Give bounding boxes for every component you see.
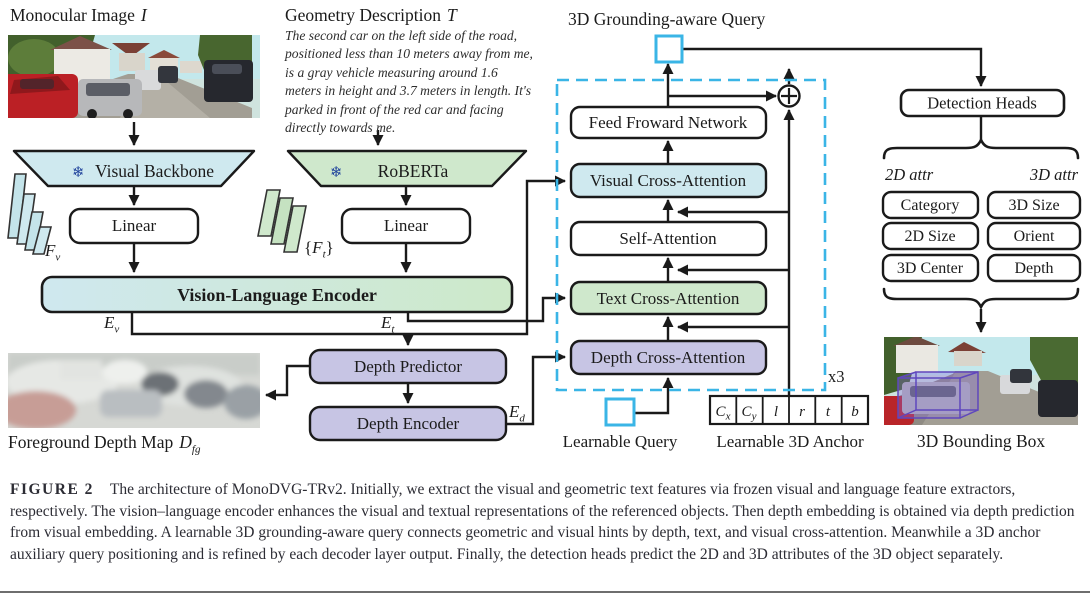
visual-cross-attention-box bbox=[569, 162, 768, 199]
text-cross-attention-label: Text Cross-Attention bbox=[597, 289, 740, 308]
route-ev-to-visual-ca bbox=[130, 175, 566, 336]
2d-size-label: 2D Size bbox=[904, 228, 955, 245]
geometry-description-text: The second car on the left side of the r… bbox=[285, 28, 533, 136]
orient-label: Orient bbox=[1014, 228, 1055, 245]
anchor-cell-r: r bbox=[799, 404, 805, 420]
fv-label: Fv bbox=[44, 241, 60, 264]
anchor-table bbox=[708, 394, 870, 426]
vl-encoder-box bbox=[40, 275, 514, 314]
text-feature-stack bbox=[257, 189, 307, 253]
learnable-query-label: Learnable Query bbox=[563, 432, 678, 451]
self-attention-box bbox=[569, 220, 768, 257]
monocular-street-photo bbox=[8, 35, 260, 118]
depth-map-photo bbox=[8, 353, 260, 428]
depth-predictor-box bbox=[308, 348, 508, 385]
connector-lines bbox=[128, 47, 987, 426]
detection-heads-label: Detection Heads bbox=[927, 94, 1037, 113]
purple-3d-box bbox=[897, 371, 979, 419]
3d-size-box bbox=[986, 190, 1082, 220]
visual-feature-stack bbox=[7, 173, 53, 255]
3d-center-label: 3D Center bbox=[897, 260, 964, 277]
roberta-block bbox=[286, 149, 528, 188]
grounding-query-square bbox=[654, 34, 684, 64]
visual-backbone-label: Visual Backbone bbox=[95, 161, 214, 181]
ft-label: {Ft} bbox=[304, 238, 334, 261]
visual-backbone-block bbox=[12, 149, 256, 188]
orient-box bbox=[986, 221, 1082, 251]
route-query-to-heads bbox=[682, 47, 987, 87]
self-attention-label: Self-Attention bbox=[619, 229, 717, 248]
linear-left-box bbox=[68, 207, 200, 245]
figure-number-label: FIGURE 2 bbox=[10, 481, 94, 498]
linear-right-label: Linear bbox=[384, 216, 429, 235]
depth-cross-attention-label: Depth Cross-Attention bbox=[591, 348, 746, 367]
brace-top bbox=[882, 137, 1080, 160]
attr-2d-label: 2D attr bbox=[885, 165, 934, 184]
anchor-cell-cy: Cy bbox=[742, 404, 757, 423]
depth-label: Depth bbox=[1014, 260, 1053, 277]
snowflake-icon: ❄ bbox=[72, 163, 85, 181]
route-query-to-depth-ca bbox=[634, 377, 674, 415]
snowflake-icon: ❄ bbox=[330, 163, 343, 181]
add-circle-icon bbox=[777, 84, 801, 108]
anchor-cell-b: b bbox=[851, 404, 859, 420]
depth-cross-attention-box bbox=[569, 339, 768, 376]
linear-right-box bbox=[340, 207, 472, 245]
ev-label: Ev bbox=[103, 313, 119, 336]
ffn-label: Feed Froward Network bbox=[589, 113, 748, 132]
caption-body: The architecture of MonoDVG-TRv2. Initia… bbox=[10, 481, 1075, 564]
depth-box bbox=[986, 253, 1082, 283]
ed-label: Ed bbox=[508, 402, 525, 425]
bbox-label: 3D Bounding Box bbox=[917, 431, 1046, 451]
repeat-x3-label: x3 bbox=[828, 367, 845, 386]
ffn-box bbox=[569, 105, 768, 140]
bbox-result-photo bbox=[884, 337, 1078, 425]
anchor-cell-l: l bbox=[774, 404, 778, 420]
attribute-boxes bbox=[881, 190, 1082, 283]
category-label: Category bbox=[901, 197, 960, 214]
category-box bbox=[881, 190, 980, 220]
learnable-anchor-label: Learnable 3D Anchor bbox=[716, 432, 864, 451]
roberta-label: RoBERTa bbox=[378, 161, 449, 181]
vl-encoder-label: Vision-Language Encoder bbox=[177, 285, 377, 305]
visual-cross-attention-label: Visual Cross-Attention bbox=[590, 171, 747, 190]
decoder-dashed-border bbox=[555, 78, 827, 392]
detection-heads-box bbox=[899, 88, 1066, 118]
depth-encoder-label: Depth Encoder bbox=[357, 414, 460, 433]
brace-bottom bbox=[882, 287, 1080, 310]
depth-encoder-box bbox=[308, 405, 508, 442]
learnable-query-square bbox=[604, 397, 636, 427]
3d-center-box bbox=[881, 253, 980, 283]
anchor-cell-t: t bbox=[826, 404, 831, 420]
grounding-query-title: 3D Grounding-aware Query bbox=[568, 9, 766, 29]
3d-size-label: 3D Size bbox=[1008, 197, 1059, 214]
attr-3d-label: 3D attr bbox=[1029, 165, 1079, 184]
text-cross-attention-box bbox=[569, 280, 768, 316]
route-to-depth-map bbox=[265, 364, 310, 401]
bottom-divider bbox=[0, 591, 1090, 593]
route-et-to-text-ca bbox=[406, 292, 566, 323]
2d-size-box bbox=[881, 221, 980, 251]
et-label: Et bbox=[380, 313, 395, 336]
route-ed-to-depth-ca bbox=[505, 351, 566, 426]
depth-predictor-label: Depth Predictor bbox=[354, 357, 462, 376]
anchor-cell-cx: Cx bbox=[716, 404, 731, 423]
linear-left-label: Linear bbox=[112, 216, 157, 235]
